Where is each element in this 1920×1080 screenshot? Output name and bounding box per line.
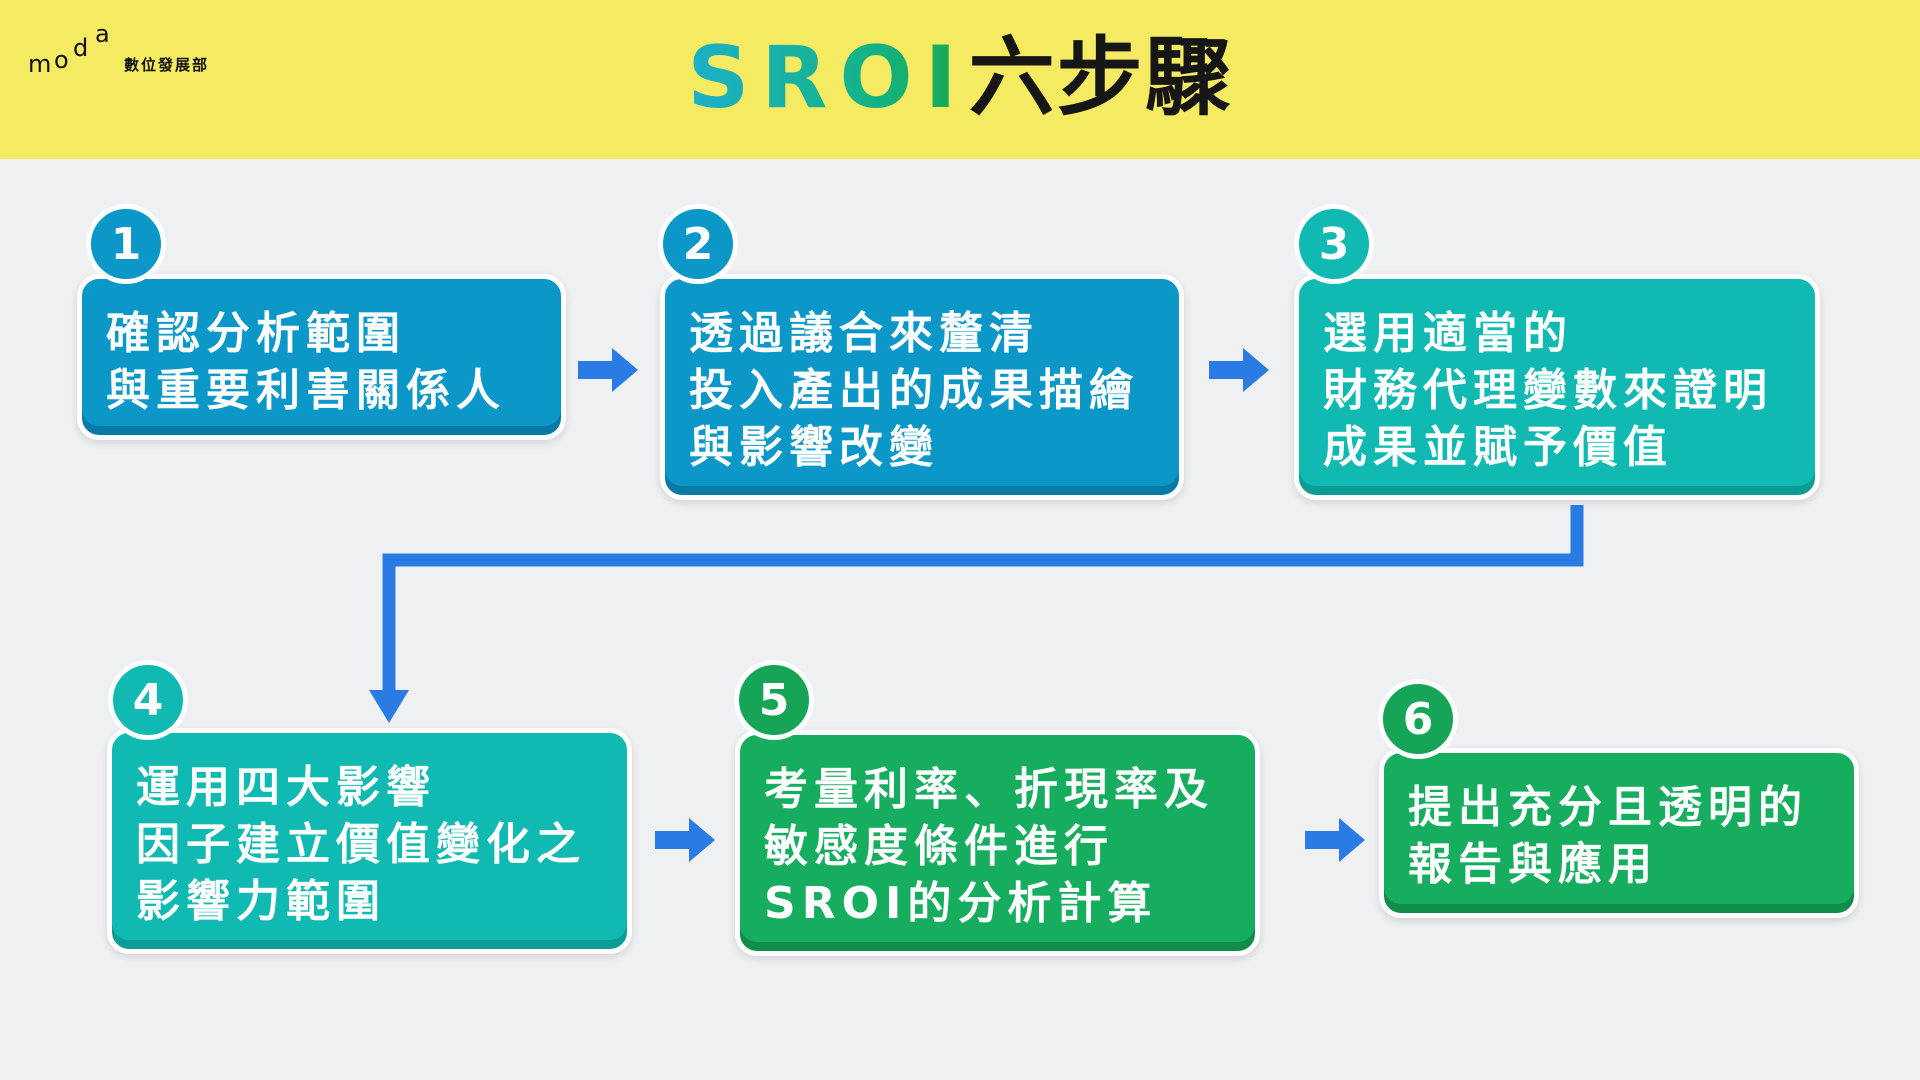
step-4-text: 運用四大影響 因子建立價值變化之 影響力範圍 <box>136 762 586 927</box>
step-3-text: 選用適當的 財務代理變數來證明 成果並賦予價值 <box>1323 308 1773 473</box>
step-2-badge: 2 <box>658 204 738 284</box>
step-1-card: 確認分析範圍 與重要利害關係人 <box>77 274 566 440</box>
step-5-text: 考量利率、折現率及 敏感度條件進行 SROI的分析計算 <box>764 764 1214 929</box>
step-3-card: 選用適當的 財務代理變數來證明 成果並賦予價值 <box>1294 274 1820 500</box>
step-1-text: 確認分析範圍 與重要利害關係人 <box>106 308 506 416</box>
step-4-badge: 4 <box>108 660 188 740</box>
moda-logo: m o d a 數位發展部 <box>28 20 248 86</box>
arrow-right-icon <box>655 818 715 862</box>
step-3-badge: 3 <box>1294 204 1374 284</box>
step-6-badge: 6 <box>1378 679 1458 759</box>
title-latin: SROI <box>687 28 969 128</box>
step-6-text: 提出充分且透明的 報告與應用 <box>1408 782 1808 890</box>
step-4-card: 運用四大影響 因子建立價值變化之 影響力範圍 <box>107 728 632 954</box>
header-band <box>0 0 1920 159</box>
step-5-badge: 5 <box>734 660 814 740</box>
ministry-name: 數位發展部 <box>124 56 210 74</box>
title-chinese: 六步驟 <box>968 28 1233 128</box>
step-2-text: 透過議合來釐清 投入產出的成果描繪 與影響改變 <box>689 308 1139 473</box>
step-5-card: 考量利率、折現率及 敏感度條件進行 SROI的分析計算 <box>735 730 1260 956</box>
arrow-right-icon <box>578 348 638 392</box>
moda-logo-mark: m o d a <box>28 20 110 78</box>
step-6-card: 提出充分且透明的 報告與應用 <box>1379 748 1859 918</box>
arrow-right-icon <box>1209 348 1269 392</box>
arrow-right-icon <box>1305 818 1365 862</box>
step-2-card: 透過議合來釐清 投入產出的成果描繪 與影響改變 <box>660 274 1184 500</box>
step-1-badge: 1 <box>86 204 166 284</box>
page-title: SROI六步驟 <box>0 28 1920 128</box>
